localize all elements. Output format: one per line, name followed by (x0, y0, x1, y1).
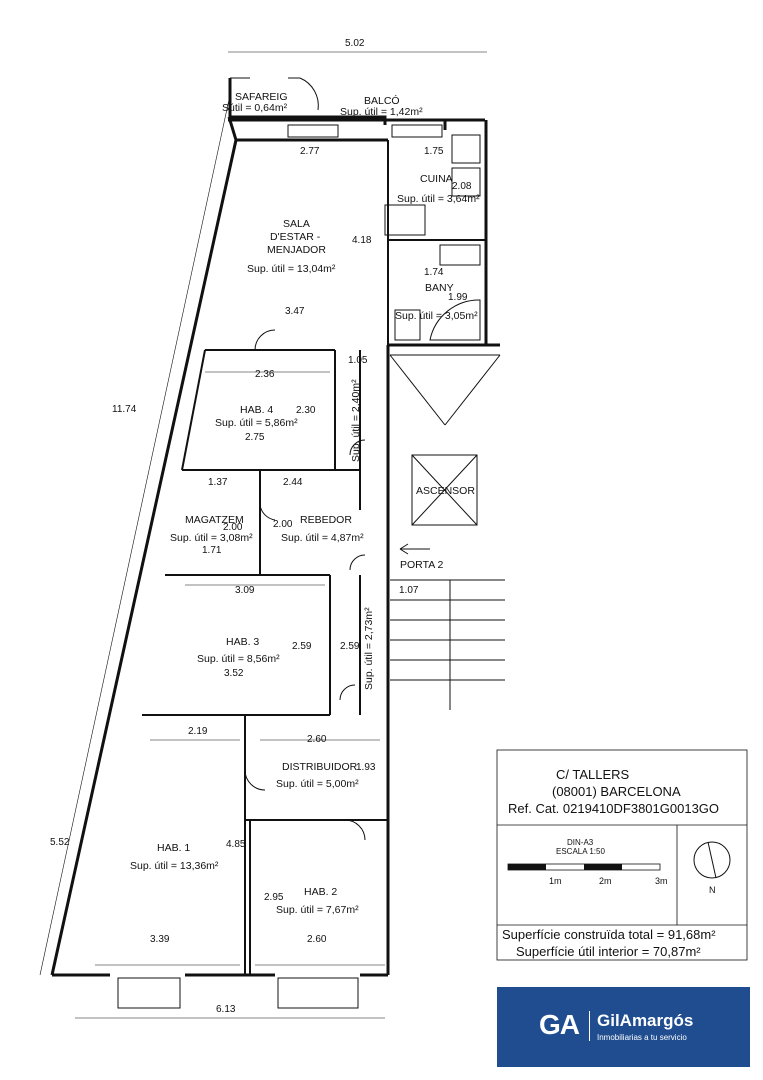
title-ref: Ref. Cat. 0219410DF3801G0013GO (508, 801, 719, 816)
dim-244: 2.44 (283, 477, 303, 488)
dim-174: 1.74 (424, 267, 444, 278)
dim-193: 1.93 (356, 762, 376, 773)
kitchen-fixtures (384, 134, 481, 341)
stairs (390, 579, 505, 710)
dim-347: 3.47 (285, 306, 305, 317)
bottom-windows (117, 977, 359, 1009)
dim-352: 3.52 (224, 668, 244, 679)
dim-175: 1.75 (424, 146, 444, 157)
room-balco-area: Sup. útil = 1,42m² (340, 106, 423, 118)
room-rebedor-area: Sup. útil = 4,87m² (281, 532, 364, 544)
dim-275: 2.75 (245, 432, 265, 443)
dim-left-length: 11.74 (112, 404, 137, 415)
useful-area: Superfície útil interior = 70,87m² (516, 944, 701, 959)
title-format: DIN-A3 (567, 838, 594, 847)
elevator-shaft (389, 354, 501, 526)
room-sala-name-3: MENJADOR (267, 244, 326, 256)
dim-107: 1.07 (399, 585, 419, 596)
dim-260b: 2.60 (307, 934, 327, 945)
dim-105: 1.05 (348, 355, 368, 366)
room-safareig-area: Sútil = 0,64m² (222, 102, 288, 114)
title-city: (08001) BARCELONA (552, 784, 681, 799)
built-area: Superfície construïda total = 91,68m² (502, 927, 716, 942)
scale-tick-1: 1m (549, 876, 562, 886)
room-magatzem-area: Sup. útil = 3,08m² (170, 532, 253, 544)
dim-418: 4.18 (352, 235, 372, 246)
room-hab1-name: HAB. 1 (157, 842, 190, 854)
room-distribuidor-area: Sup. útil = 5,00m² (276, 778, 359, 790)
dim-236: 2.36 (255, 369, 275, 380)
brand-name: GilAmargós (597, 1011, 694, 1030)
north-arrow-icon (693, 841, 731, 879)
room-hab4-name: HAB. 4 (240, 404, 273, 416)
room-sala-name-2: D'ESTAR - (270, 231, 321, 243)
corridor-top-area: Sup. útil = 2,40m² (350, 379, 362, 462)
room-safareig-name: SAFAREIG (235, 91, 288, 103)
room-hab3-name: HAB. 3 (226, 636, 259, 648)
room-hab4-area: Sup. útil = 5,86m² (215, 417, 298, 429)
north-label: N (709, 885, 716, 895)
title-scale: ESCALA 1:50 (556, 847, 605, 856)
room-bany-area: Sup. útil = 3,05m² (395, 310, 478, 322)
dim-left-lower: 5.52 (50, 837, 70, 848)
dim-top-width: 5.02 (345, 38, 365, 49)
dim-200b: 2.00 (273, 519, 293, 530)
dim-200a: 2.00 (223, 522, 243, 533)
brand-tagline: Inmobiliarias a tu servicio (597, 1033, 687, 1042)
dim-137: 1.37 (208, 477, 228, 488)
room-cuina-name: CUINA (420, 173, 453, 185)
title-block-frame (496, 749, 748, 961)
room-magatzem-name: MAGATZEM (185, 514, 244, 526)
dimension-lines (39, 51, 487, 1019)
room-hab1-area: Sup. útil = 13,36m² (130, 860, 219, 872)
room-hab2-area: Sup. útil = 7,67m² (276, 904, 359, 916)
room-sala-area: Sup. útil = 13,04m² (247, 263, 336, 275)
room-cuina-area: Sup. útil = 3,64m² (397, 193, 480, 205)
outer-walls (50, 78, 500, 977)
corridor-mid-area: Sup. útil = 2,73m² (363, 607, 375, 690)
door-swings (244, 329, 366, 841)
scale-bar (507, 863, 661, 871)
dim-199: 1.99 (448, 292, 468, 303)
room-rebedor-name: REBEDOR (300, 514, 352, 526)
room-distribuidor-name: DISTRIBUIDOR (282, 761, 358, 773)
balcony-openings (230, 77, 443, 138)
dim-171: 1.71 (202, 545, 222, 556)
scale-tick-2: 2m (599, 876, 612, 886)
dim-309: 3.09 (235, 585, 255, 596)
dim-bottom-width: 6.13 (216, 1004, 236, 1015)
elevator-label: ASCENSOR (416, 485, 475, 497)
dim-277: 2.77 (300, 146, 320, 157)
room-hab2-name: HAB. 2 (304, 886, 337, 898)
scale-tick-3: 3m (655, 876, 668, 886)
room-bany-name: BANY (425, 282, 454, 294)
dim-219: 2.19 (188, 726, 208, 737)
brand-divider (589, 1011, 590, 1041)
room-balco-name: BALCÓ (364, 94, 400, 107)
dim-339: 3.39 (150, 934, 170, 945)
arrow-left-icon (399, 543, 430, 555)
dim-259b: 2.59 (340, 641, 360, 652)
dim-230: 2.30 (296, 405, 316, 416)
dim-485: 4.85 (226, 839, 246, 850)
interior-walls (142, 140, 486, 975)
door-label: PORTA 2 (400, 559, 444, 571)
dim-260a: 2.60 (307, 734, 327, 745)
room-hab3-area: Sup. útil = 8,56m² (197, 653, 280, 665)
title-street: C/ TALLERS (556, 767, 630, 782)
room-sala-name-1: SALA (283, 218, 310, 230)
dim-295: 2.95 (264, 892, 284, 903)
dim-208: 2.08 (452, 181, 472, 192)
dim-259a: 2.59 (292, 641, 312, 652)
brand-logo: GA GilAmargós Inmobiliarias a tu servici… (497, 987, 750, 1067)
brand-mark: GA (539, 1009, 580, 1040)
